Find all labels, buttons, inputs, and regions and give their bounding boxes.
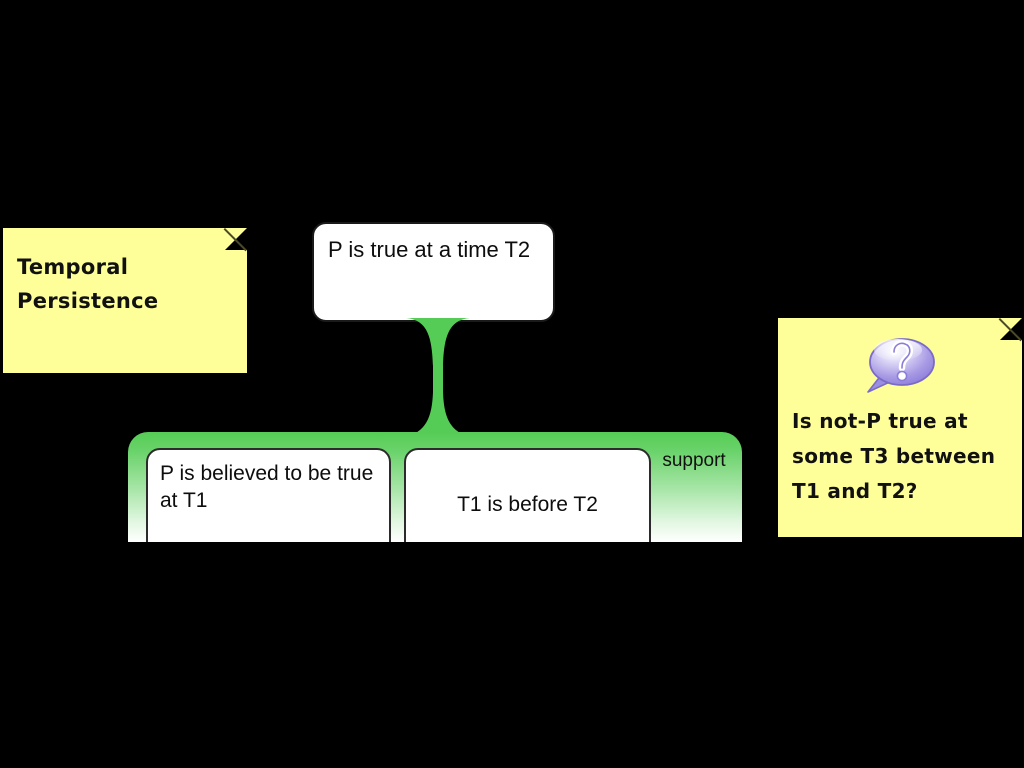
premise-box-before-text: T1 is before T2 (457, 492, 598, 516)
question-speech-bubble-icon (867, 338, 935, 393)
note-folded-corner-icon (225, 228, 247, 250)
question-note-text: Is not-P true at some T3 between T1 and … (792, 409, 996, 503)
temporal-persistence-note[interactable]: Temporal Persistence (3, 228, 247, 373)
conclusion-box[interactable]: P is true at a time T2 (312, 222, 555, 322)
support-group[interactable]: support P is believed to be true at T1 T… (128, 432, 742, 542)
premise-box-believed-text: P is believed to be true at T1 (160, 462, 374, 512)
conclusion-box-text: P is true at a time T2 (328, 237, 531, 262)
note-folded-corner-icon (1000, 318, 1022, 340)
question-note[interactable]: Is not-P true at some T3 between T1 and … (778, 318, 1022, 537)
premise-box-before[interactable]: T1 is before T2 (404, 448, 651, 542)
support-connector (400, 318, 476, 438)
support-group-label: support (662, 450, 726, 471)
premise-box-believed[interactable]: P is believed to be true at T1 (146, 448, 391, 542)
temporal-persistence-note-text: Temporal Persistence (17, 255, 159, 313)
